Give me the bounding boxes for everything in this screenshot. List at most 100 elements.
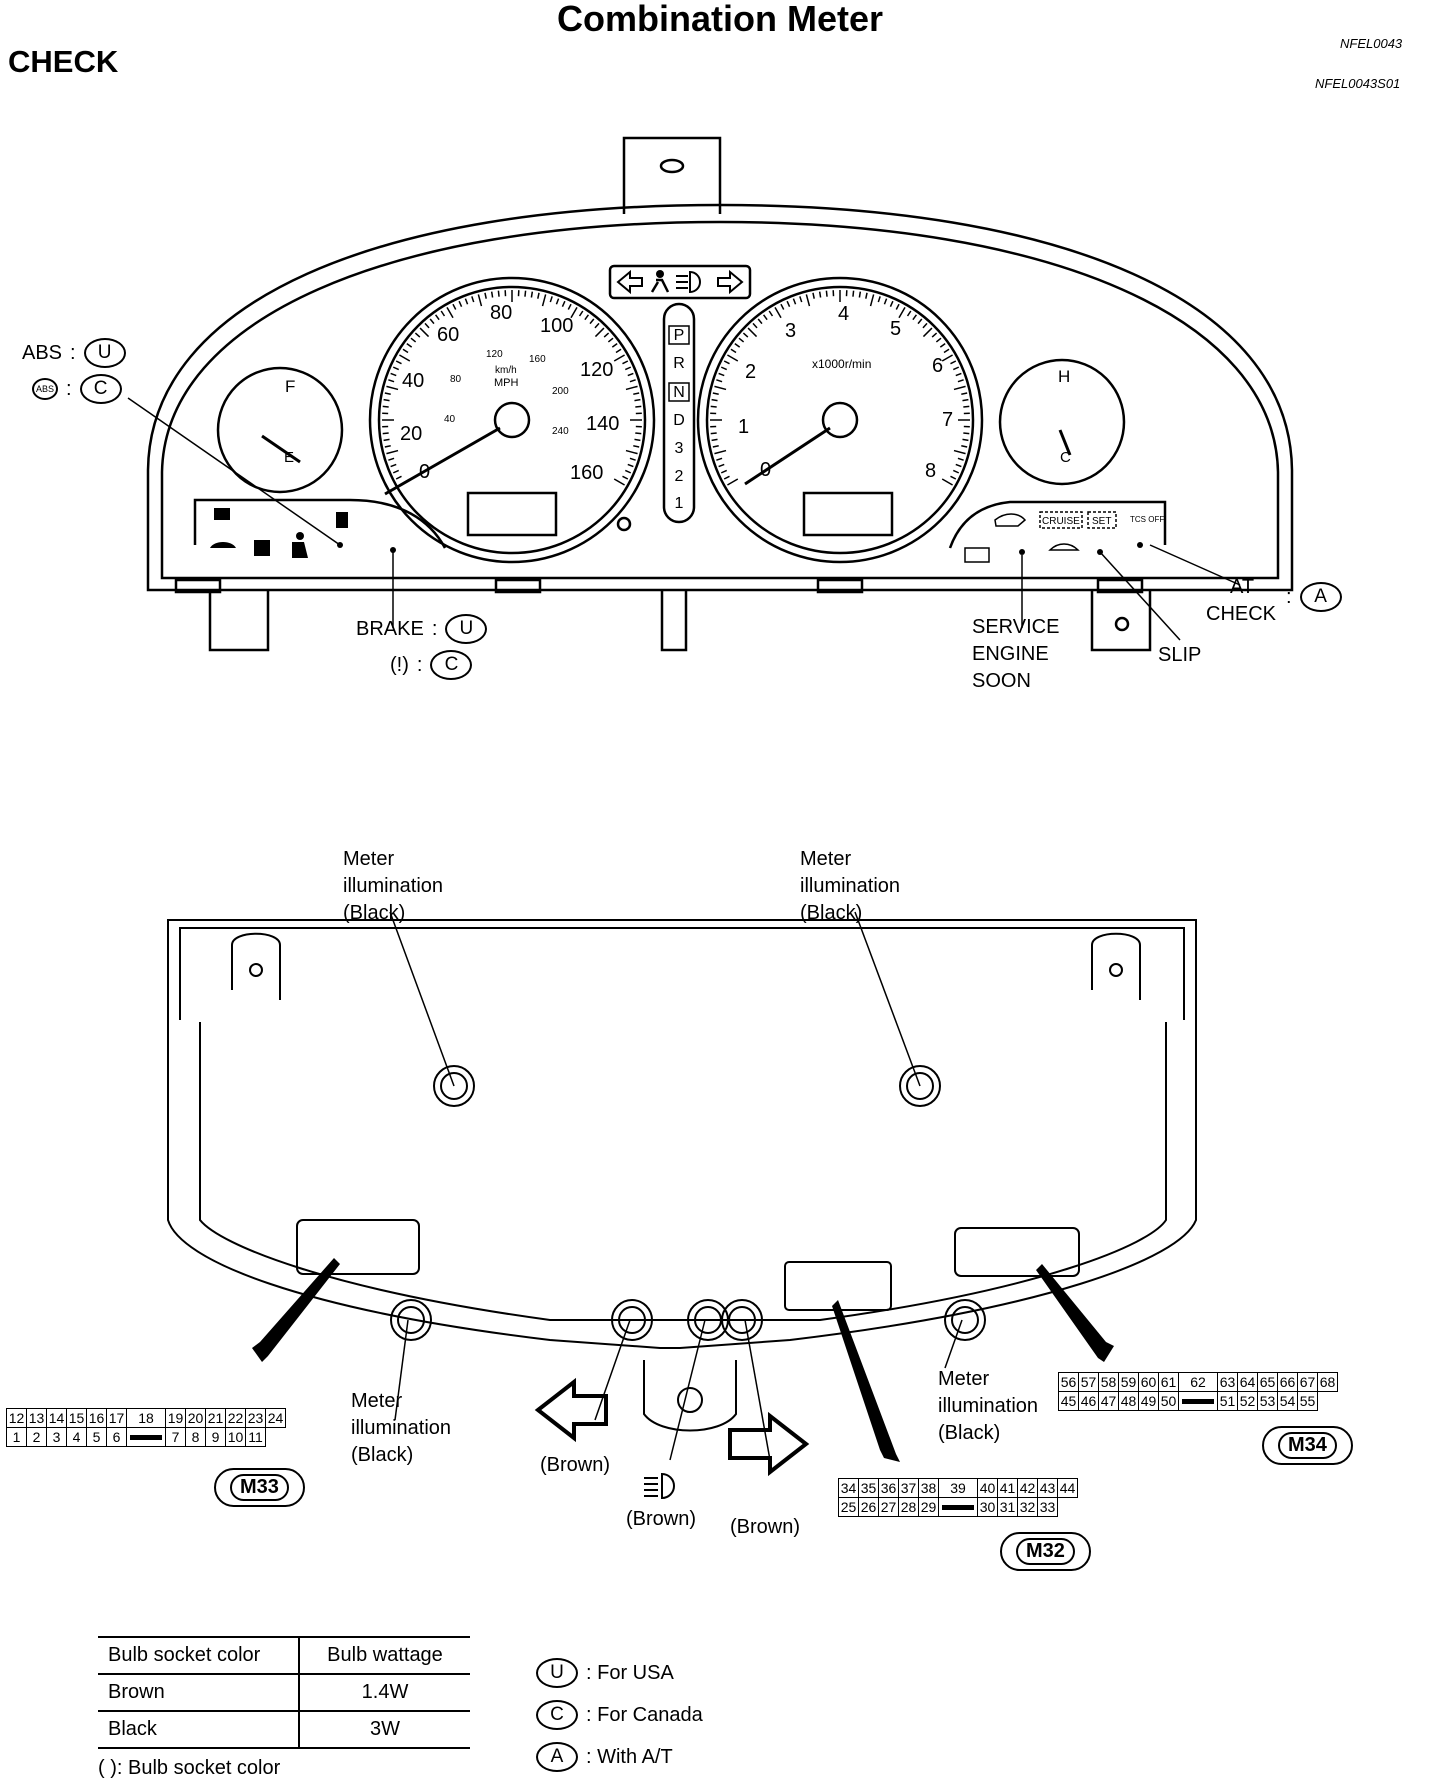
pin-number: 30 <box>977 1497 998 1517</box>
pin-number: 35 <box>858 1478 879 1498</box>
section-heading: CHECK <box>8 44 119 79</box>
pin-number: 36 <box>878 1478 899 1498</box>
at-key-icon: A <box>536 1742 578 1772</box>
gauge-tick <box>917 318 923 325</box>
key-at: A : With A/T <box>536 1742 703 1772</box>
gauge-tick <box>957 457 964 461</box>
headlamp-icon <box>644 1472 675 1500</box>
washer-icon <box>1048 543 1080 551</box>
gauge-tick <box>406 342 413 348</box>
canada-key-icon: C <box>430 650 473 680</box>
gauge-tick <box>384 445 391 448</box>
gauge-tick <box>395 475 402 480</box>
svg-text:3: 3 <box>785 320 796 342</box>
gauge-tick <box>419 327 430 338</box>
svg-text:240: 240 <box>552 426 569 437</box>
gauge-tick <box>615 348 622 354</box>
legend-header-wattage: Bulb wattage <box>298 1636 470 1675</box>
pin-number: 13 <box>26 1408 47 1428</box>
at-check-label: AT CHECK <box>1206 576 1277 625</box>
pin-number: 65 <box>1257 1372 1278 1392</box>
pin-number: 31 <box>997 1497 1018 1517</box>
canada-key-icon: C <box>79 374 122 404</box>
gauge-tick <box>382 432 389 435</box>
gauge-tick <box>865 292 868 299</box>
pin-keyway <box>126 1427 166 1447</box>
svg-text:6: 6 <box>932 355 943 377</box>
gauge-tick <box>386 449 399 455</box>
tcs-off-indicator-label: TCS OFF <box>1130 515 1164 524</box>
pin-number: 5 <box>86 1427 107 1447</box>
gauge-tick <box>727 478 739 486</box>
meter-illumination-label-right-top: Meter illumination (Black) <box>800 848 901 924</box>
pin-number: 22 <box>225 1408 246 1428</box>
pin-number: 38 <box>918 1478 939 1498</box>
gauge-tick <box>742 332 749 338</box>
abs-callout: ABS: U <box>22 338 126 368</box>
gauge-tick <box>390 372 397 377</box>
speed-unit-kmh: km/h <box>495 365 517 376</box>
gauge-tick <box>877 296 881 303</box>
svg-text:120: 120 <box>580 359 613 381</box>
svg-text:120: 120 <box>486 349 503 360</box>
abs-label: ABS <box>22 341 63 364</box>
brake-label: BRAKE <box>356 617 424 640</box>
svg-text:4: 4 <box>838 303 849 325</box>
pin-number: 19 <box>165 1408 186 1428</box>
pin-number: 58 <box>1098 1372 1119 1392</box>
gauge-tick <box>955 463 962 468</box>
pin-number: 26 <box>858 1497 879 1517</box>
gauge-tick <box>384 392 391 395</box>
speedometer-kmh-scale: 40 80 120 160 200 240 <box>444 349 569 437</box>
pin-number: 27 <box>878 1497 899 1517</box>
pin-number: 67 <box>1297 1372 1318 1392</box>
reference-code-sub: NFEL0043S01 <box>1315 76 1401 91</box>
connector-m33-badge: M33 <box>214 1468 305 1507</box>
gauge-tick <box>395 360 402 365</box>
svg-text:0: 0 <box>419 461 430 483</box>
set-indicator-label: SET <box>1092 516 1111 527</box>
gauge-tick <box>714 385 727 391</box>
gauge-tick <box>629 457 636 461</box>
gauge-tick <box>858 291 862 298</box>
pin-number: 49 <box>1138 1391 1159 1411</box>
pin-number: 63 <box>1217 1372 1238 1392</box>
bulb-legend-table: Bulb socket color Bulb wattage Brown 1.4… <box>98 1636 470 1749</box>
legend-row-color: Black <box>98 1710 300 1749</box>
meter-illumination-label-left-top: Meter illumination (Black) <box>343 848 444 924</box>
slip-label: SLIP <box>1158 644 1202 666</box>
gauge-tick <box>906 310 912 317</box>
gauge-tick <box>768 310 774 317</box>
gauge-tick <box>446 307 454 319</box>
gauge-tick <box>490 291 494 298</box>
gauge-tick <box>912 314 918 321</box>
pin-number: 42 <box>1017 1478 1038 1498</box>
temp-cold-label: C <box>1060 449 1071 466</box>
gauge-tick <box>414 332 421 338</box>
pin-number: 10 <box>225 1427 246 1447</box>
legend-row-wattage: 1.4W <box>298 1673 470 1712</box>
usa-key-icon: U <box>536 1658 578 1688</box>
pin-number: 68 <box>1317 1372 1338 1392</box>
gauge-tick <box>627 463 634 468</box>
brake-icon: (!) <box>390 653 409 676</box>
gauge-tick <box>464 298 469 305</box>
front-view-drawing: F E H C 0 20 40 60 80 100 120 140 160 40… <box>127 136 1294 652</box>
connector-m32-badge: M32 <box>1000 1532 1091 1571</box>
gauge-tick <box>922 327 933 338</box>
gauge-tick <box>613 354 625 362</box>
svg-text:20: 20 <box>400 423 422 445</box>
legend-row-wattage: 3W <box>298 1710 470 1749</box>
pin-number: 8 <box>185 1427 206 1447</box>
gauge-tick <box>720 366 728 371</box>
gauge-tick <box>950 360 957 365</box>
airbag-icon <box>656 270 664 278</box>
gauge-tick <box>747 327 758 338</box>
gauge-tick <box>567 303 572 310</box>
gauge-tick <box>624 469 632 474</box>
gauge-tick <box>898 307 906 319</box>
